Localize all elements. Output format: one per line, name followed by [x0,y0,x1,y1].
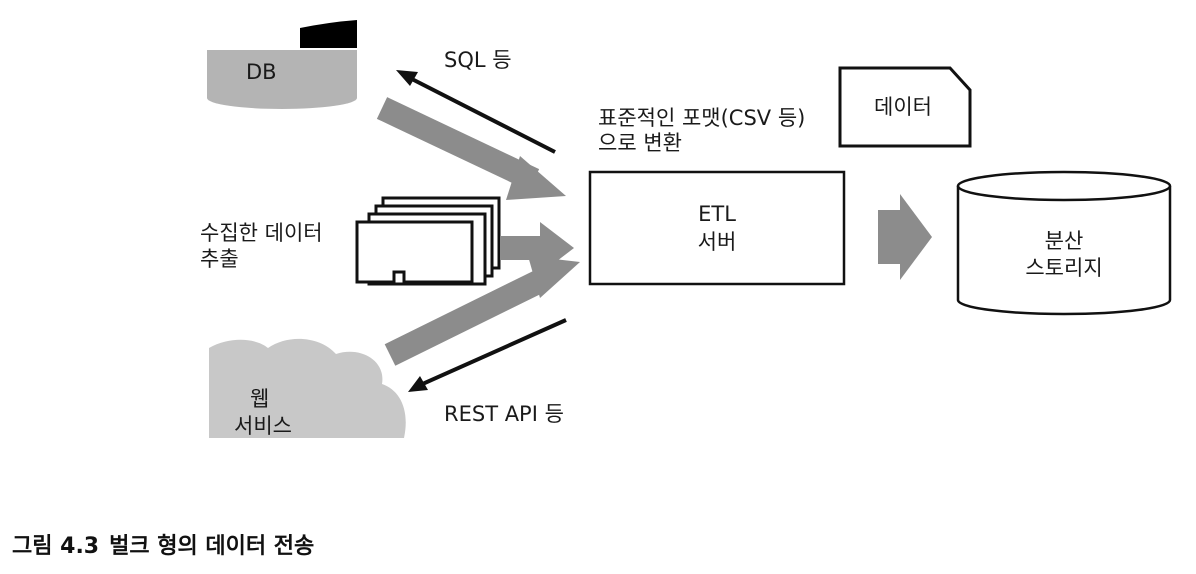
figure-caption: 그림 4.3 벌크 형의 데이터 전송 [12,528,314,560]
figure-number: 그림 4.3 [12,534,100,559]
db-dark-corner [300,20,357,48]
convert-label-line1: 표준적인 포맷(CSV 등) [598,106,805,130]
collected-data-label-line2: 추출 [200,247,239,271]
db-cylinder: DB [207,20,357,109]
distributed-storage-cylinder [956,170,1172,316]
web-service-label-line2: 서비스 [234,414,292,438]
collected-data-stack-icon [355,196,501,286]
data-document-label: 데이터 [874,95,932,119]
etl-server-label-line2: 서버 [698,230,737,254]
sql-label: SQL 등 [444,48,512,72]
flow-arrow-db-to-etl [376,97,566,200]
rest-api-request-arrow [408,318,567,392]
figure-title: 벌크 형의 데이터 전송 [109,534,315,559]
web-service-cloud: 웹 서비스 [209,338,406,438]
db-label: DB [246,60,277,84]
etl-server-box: ETL 서버 [588,170,846,286]
data-document-icon: 데이터 [838,66,972,148]
storage-label-line1: 분산 [1045,229,1084,253]
convert-label-line2: 으로 변환 [598,131,682,155]
web-service-label-line1: 웹 [250,387,269,411]
sql-request-arrow [396,70,556,154]
flow-arrow-web-to-etl [384,256,580,366]
rest-api-label: REST API 등 [444,402,564,426]
collected-data-label-line1: 수집한 데이터 [200,221,323,245]
etl-server-label-line1: ETL [698,202,736,226]
storage-label-line2: 스토리지 [1025,256,1102,280]
flow-arrow-etl-to-storage [878,194,932,280]
